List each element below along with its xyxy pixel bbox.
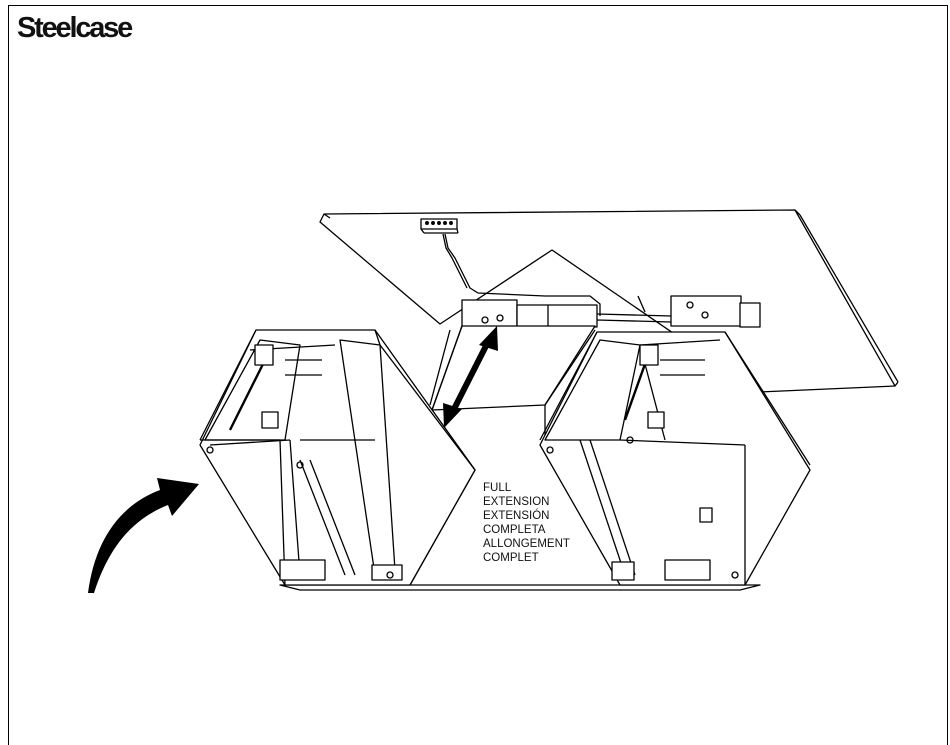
curved-arrow-icon: [88, 478, 199, 593]
callout-line: COMPLET: [483, 551, 570, 565]
lift-rail: [462, 296, 760, 328]
callout-line: FULL: [483, 481, 570, 495]
callout-line: EXTENSION: [483, 495, 570, 509]
callout-line: EXTENSIÓN: [483, 509, 570, 523]
assembly-illustration: [0, 0, 950, 721]
left-pedestal: [200, 330, 475, 585]
full-extension-callout: FULL EXTENSION EXTENSIÓN COMPLETA ALLONG…: [483, 481, 570, 565]
callout-line: COMPLETA: [483, 523, 570, 537]
callout-line: ALLONGEMENT: [483, 537, 570, 551]
